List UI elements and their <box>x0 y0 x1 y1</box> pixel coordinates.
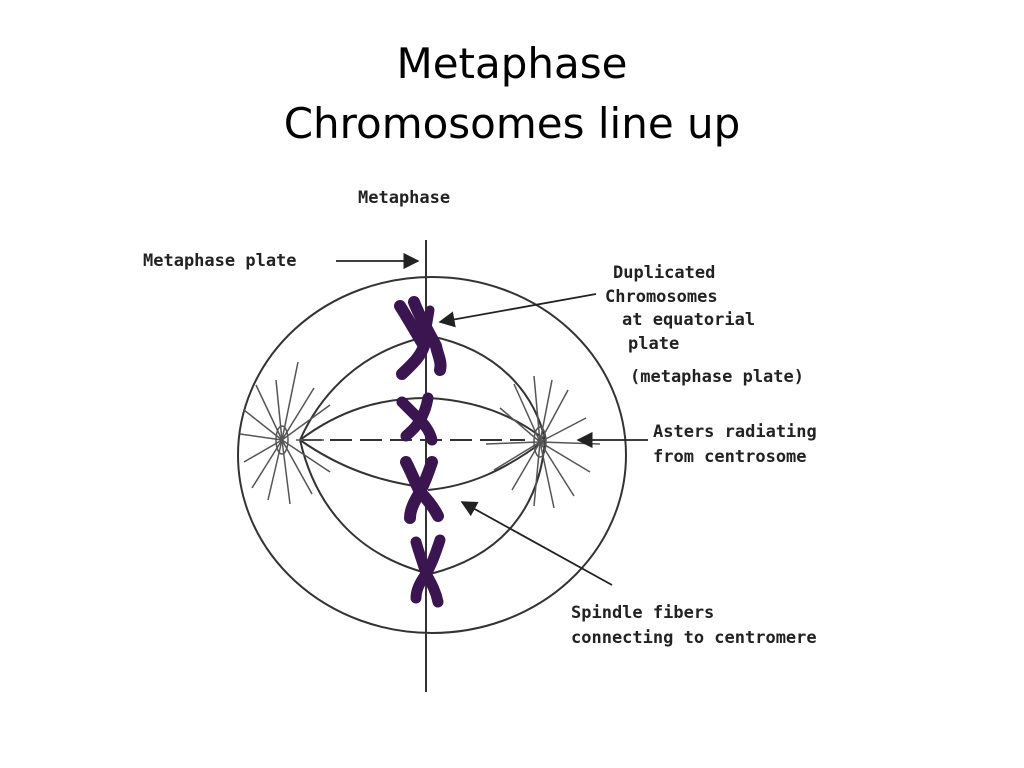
label-duplicated-chromosomes: Duplicated Chromosomes at equatorial pla… <box>605 263 804 387</box>
chromosome-2 <box>396 392 438 446</box>
spindle-fibers <box>299 334 546 576</box>
cell-membrane <box>237 276 627 634</box>
chromosomes <box>394 296 447 608</box>
label-duplicated-line-1: Duplicated <box>613 263 715 283</box>
title-line-1: Metaphase <box>396 39 628 88</box>
label-spindle-fibers: Spindle fibers connecting to centromere <box>571 603 817 648</box>
left-aster <box>239 361 331 505</box>
label-asters-line-1: Asters radiating <box>653 422 817 442</box>
title-line-2: Chromosomes line up <box>283 99 741 148</box>
label-asters-line-2: from centrosome <box>653 447 807 467</box>
label-spindle-line-2: connecting to centromere <box>571 628 817 648</box>
right-aster <box>485 375 601 509</box>
label-metaphase-plate: Metaphase plate <box>143 251 297 271</box>
chromosome-4 <box>410 534 446 608</box>
slide-title: Metaphase Chromosomes line up <box>0 34 1024 154</box>
label-duplicated-line-3: at equatorial <box>622 310 755 330</box>
label-duplicated-line-2: Chromosomes <box>605 287 718 307</box>
label-spindle-line-1: Spindle fibers <box>571 603 714 623</box>
pointer-lines <box>336 252 648 586</box>
chromosome-3 <box>400 456 444 524</box>
label-asters: Asters radiating from centrosome <box>653 422 817 467</box>
chromosome-1 <box>394 296 447 380</box>
diagram-heading: Metaphase <box>358 188 450 208</box>
label-duplicated-line-5: (metaphase plate) <box>630 367 804 387</box>
label-duplicated-line-4: plate <box>628 334 679 354</box>
